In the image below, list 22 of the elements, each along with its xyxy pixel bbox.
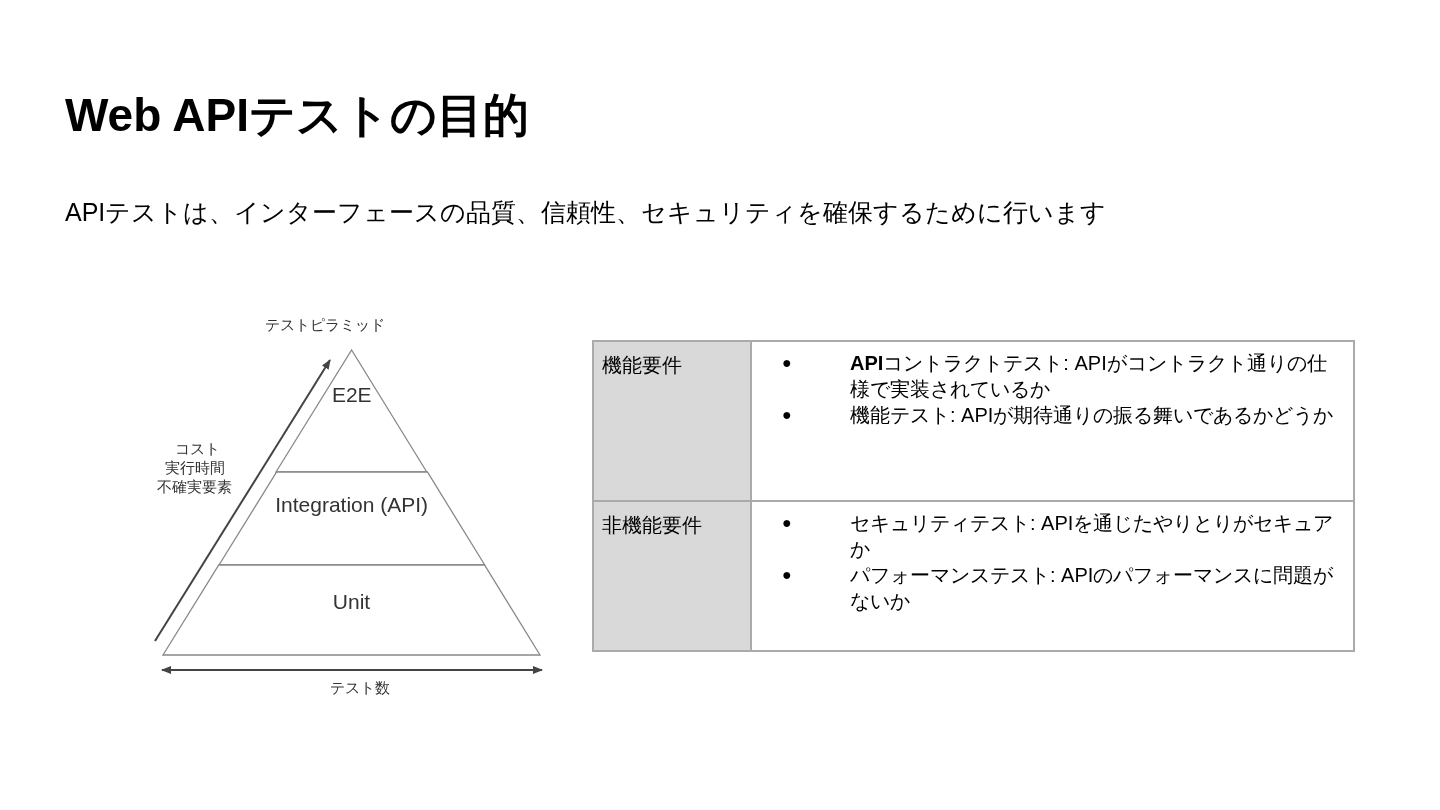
tier-label: Integration (API) <box>274 492 430 518</box>
bullet: ● <box>782 513 793 533</box>
list-item: パフォーマンステスト: APIのパフォーマンスに問題がないか <box>850 563 1335 614</box>
list-item: セキュリティテスト: APIを通じたやりとりがセキュアか <box>850 511 1335 562</box>
axis-label: コスト <box>175 440 220 459</box>
axis-label: 実行時間 <box>165 459 225 478</box>
axis-label: テスト数 <box>330 679 390 698</box>
tier-label: E2E <box>330 382 373 408</box>
slide-title: Web APIテストの目的 <box>65 88 530 143</box>
subtitle: APIテストは、インターフェースの品質、信頼性、セキュリティを確保するために行います <box>65 197 1107 228</box>
bullet: ● <box>782 405 793 425</box>
pyramid-tier <box>276 350 428 472</box>
list-item: 機能テスト: APIが期待通りの振る舞いであるかどうか <box>850 403 1334 428</box>
list-item: APIコントラクトテスト: APIがコントラクト通りの仕様で実装されているか <box>850 351 1328 402</box>
pyramid-heading: テストピラミッド <box>265 316 385 335</box>
tier-label: Unit <box>331 589 372 615</box>
row-header: 機能要件 <box>593 341 751 501</box>
bullet: ● <box>782 565 793 585</box>
row-header: 非機能要件 <box>593 501 751 651</box>
axis-label: 不確実要素 <box>157 478 232 497</box>
bullet: ● <box>782 353 793 373</box>
pyramid-tier <box>163 565 540 655</box>
